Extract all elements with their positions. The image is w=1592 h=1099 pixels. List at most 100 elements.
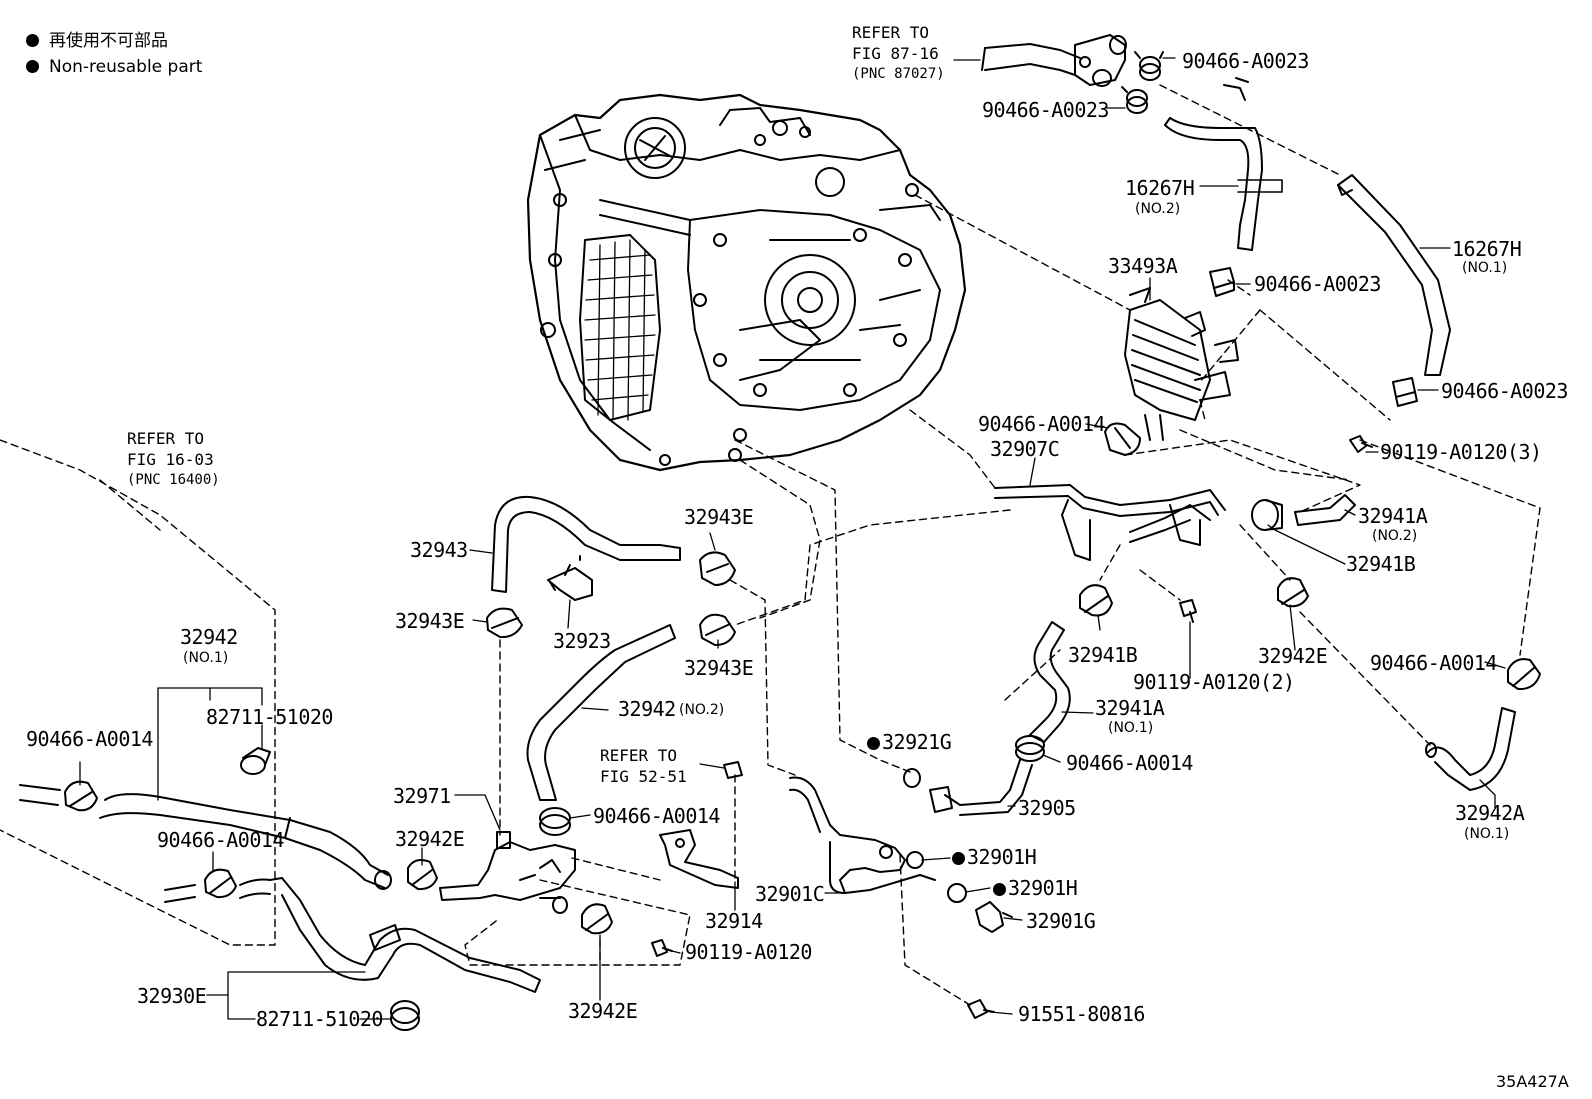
refer-fig-87-16: REFER TO FIG 87-16 (PNC 87027)	[852, 23, 945, 82]
part-label: 32942E	[395, 827, 465, 851]
pipe-32907C	[994, 484, 1226, 561]
clamp-32942E-bottom	[581, 903, 613, 935]
clamp-32942E-right	[1277, 577, 1309, 608]
water-valve	[981, 34, 1127, 87]
dashed-guide-lines	[0, 84, 1541, 1006]
part-label: 32941B	[1068, 643, 1138, 667]
part-label: 32941A	[1358, 504, 1428, 528]
part-label: 82711-51020	[256, 1007, 383, 1031]
part-label-non-reusable: 32901H	[993, 877, 1078, 899]
part-label: 32907C	[990, 437, 1060, 461]
hose-16267H-no1	[1337, 174, 1451, 376]
clamp-32943E-left	[486, 607, 523, 639]
figure-code: 35A427A	[1496, 1072, 1569, 1091]
non-reusable-marker-icon	[26, 60, 39, 73]
part-label: 32941B	[1346, 552, 1416, 576]
hose-32942A-no1	[1425, 707, 1516, 791]
gasket-32921G	[903, 768, 921, 788]
part-label: 32914	[705, 909, 763, 933]
part-label: 90466-A0023	[1254, 272, 1381, 296]
part-label: 90466-A0014	[593, 804, 720, 828]
clamp-90466-A0014-hose	[1015, 735, 1045, 762]
hose-stub-left	[164, 877, 283, 903]
clamp-90466-A0014-cooler	[1104, 422, 1141, 456]
leader-lines	[79, 57, 1506, 1020]
hose-32942-no2	[526, 624, 676, 801]
non-reusable-marker-icon	[993, 883, 1006, 896]
non-reusable-marker-icon	[952, 852, 965, 865]
bolt-90119-A0120-2	[1179, 599, 1197, 623]
gasket-32901H-upper	[906, 851, 924, 869]
part-label: 90466-A0023	[1441, 379, 1568, 403]
part-label: 32923	[553, 629, 611, 653]
legend-line-jp: 再使用不可部品	[26, 28, 168, 54]
clamp-82711-51020-lower	[390, 1000, 420, 1031]
part-label: 90466-A0014	[26, 727, 153, 751]
clamp-32941B-right	[1251, 499, 1283, 531]
gasket-32901H-lower	[947, 883, 967, 903]
clamp-90466-A0014-valve	[539, 807, 571, 836]
pipe-32905	[929, 759, 1033, 816]
part-label: 32941A	[1095, 696, 1165, 720]
hose-clamp-90466-A0023-top-left	[1121, 86, 1148, 114]
part-sublabel: (NO.1)	[183, 650, 229, 666]
part-sublabel: (NO.1)	[1462, 260, 1508, 276]
part-label: 32943E	[684, 505, 754, 529]
bracket-32923	[547, 555, 593, 601]
part-label: 90466-A0014	[1066, 751, 1193, 775]
bolt-90119-A0120	[651, 939, 673, 957]
part-label: 32905	[1018, 796, 1076, 820]
clamp-32943E-top	[699, 551, 736, 586]
clamp-90466-A0014-left-upper	[64, 780, 98, 812]
part-label: 90466-A0023	[982, 98, 1109, 122]
bracket-32914	[659, 829, 739, 889]
transaxle-assembly	[526, 93, 967, 472]
part-sublabel: (NO.2)	[1372, 528, 1418, 544]
part-label: 32943	[410, 538, 468, 562]
hose-32941A-no1	[1029, 621, 1071, 743]
part-label: 16267H	[1452, 237, 1522, 261]
clamp-90466-A0023-right	[1392, 377, 1418, 407]
bolt-fig52	[723, 761, 743, 779]
part-label: 90119-A0120	[685, 940, 812, 964]
part-label: 16267H	[1125, 176, 1195, 200]
clamp-90466-A0014-left-lower	[204, 868, 237, 899]
part-label: 32942	[180, 625, 238, 649]
part-sublabel: (NO.2)	[679, 702, 725, 718]
non-reusable-marker-icon	[26, 34, 39, 47]
part-label: 33493A	[1108, 254, 1178, 278]
part-label: 90119-A0120(2)	[1133, 670, 1295, 694]
legend-line-en: Non-reusable part	[26, 54, 202, 80]
part-label: 90119-A0120(3)	[1380, 440, 1542, 464]
pipe-32901C	[789, 776, 936, 894]
hose-32941A-no2	[1294, 494, 1356, 526]
bolt-91551-80816	[967, 999, 995, 1019]
oil-cooler-33493A	[1124, 287, 1239, 441]
hose-32930E	[281, 877, 541, 993]
part-sublabel: (NO.2)	[1135, 201, 1181, 217]
hose-32943	[491, 495, 681, 593]
part-label: 32942E	[1258, 644, 1328, 668]
part-label: 32943E	[395, 609, 465, 633]
part-label: 32942A	[1455, 801, 1525, 825]
refer-fig-52-51: REFER TO FIG 52-51	[600, 746, 687, 786]
clamp-32941B-mid	[1079, 584, 1113, 617]
clamp-90466-A0023-mid	[1209, 267, 1235, 297]
hose-32942-no1	[19, 784, 392, 890]
part-label: 32901C	[755, 882, 825, 906]
part-label: 90466-A0014	[978, 412, 1105, 436]
part-sublabel: (NO.1)	[1464, 826, 1510, 842]
union-bolt-32901G	[975, 901, 1013, 933]
hose-clamp-90466-A0023-top-right	[1134, 51, 1164, 81]
part-label-non-reusable: 32901H	[952, 846, 1037, 868]
part-label: 32901G	[1026, 909, 1096, 933]
part-label: 32943E	[684, 656, 754, 680]
part-label: 90466-A0014	[1370, 651, 1497, 675]
part-sublabel: (NO.1)	[1108, 720, 1154, 736]
clamp-90466-A0014-right	[1507, 658, 1541, 691]
part-label: 32942E	[568, 999, 638, 1023]
part-label: 90466-A0023	[1182, 49, 1309, 73]
part-label: 90466-A0014	[157, 828, 284, 852]
